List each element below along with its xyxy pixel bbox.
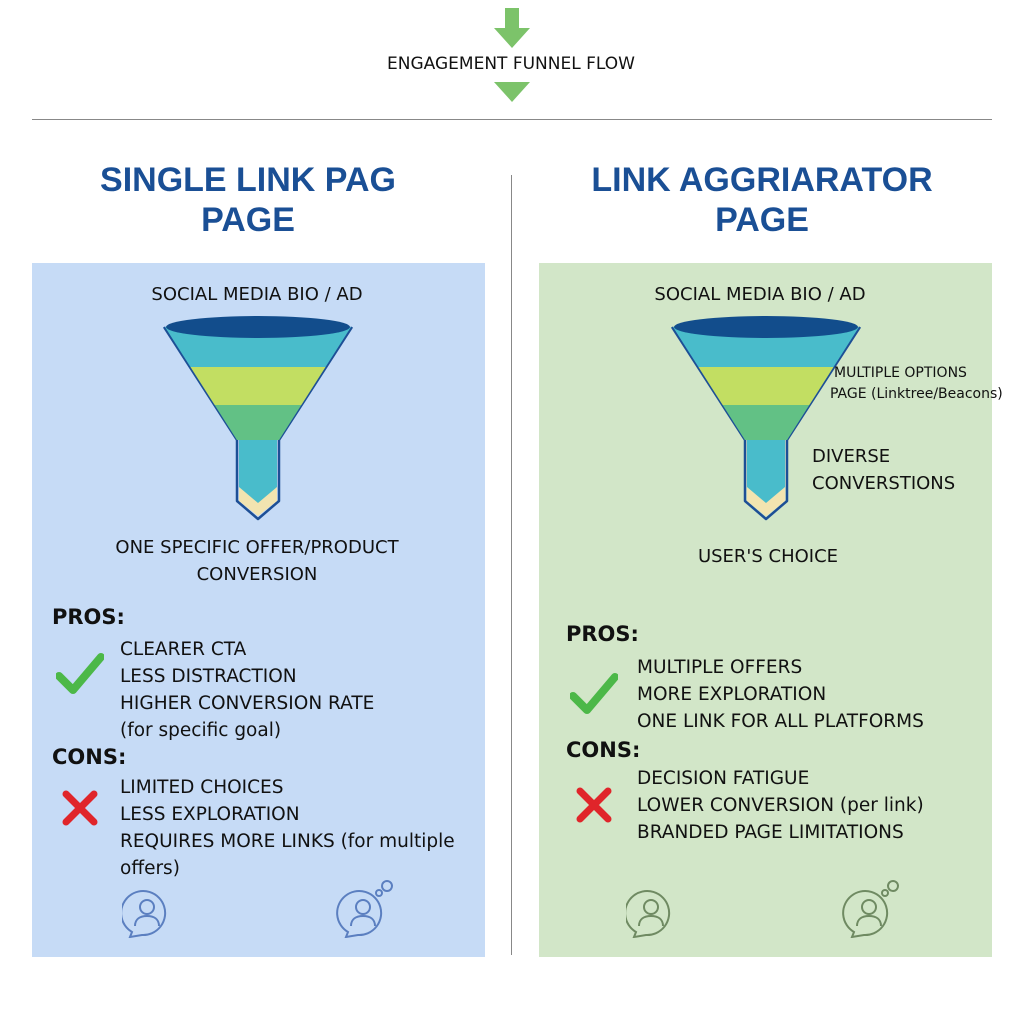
user-thinking-icon xyxy=(336,880,393,938)
right-pros-label: PROS: xyxy=(566,622,639,646)
cross-icon xyxy=(62,790,98,826)
right-cons-label: CONS: xyxy=(566,738,641,762)
check-icon xyxy=(56,653,104,694)
left-pros-label: PROS: xyxy=(52,605,125,629)
left-funnel-top-label: SOCIAL MEDIA BIO / AD xyxy=(151,284,363,305)
header-divider xyxy=(32,119,992,120)
column-divider xyxy=(511,175,512,955)
check-icon xyxy=(570,673,618,714)
right-funnel-top-label: SOCIAL MEDIA BIO / AD xyxy=(654,284,866,305)
user-chat-icon xyxy=(626,890,671,938)
right-funnel-bottom-label: USER'S CHOICE xyxy=(697,546,839,567)
down-arrow-icon xyxy=(494,8,530,48)
right-funnel-icon xyxy=(670,316,862,521)
cross-icon xyxy=(576,787,612,823)
header-title: ENGAGEMENT FUNNEL FLOW xyxy=(387,54,635,74)
down-triangle-icon xyxy=(494,82,530,102)
user-chat-icon xyxy=(122,890,167,938)
left-funnel-icon xyxy=(162,316,354,521)
left-cons-label: CONS: xyxy=(52,745,127,769)
user-thinking-icon xyxy=(842,880,899,938)
